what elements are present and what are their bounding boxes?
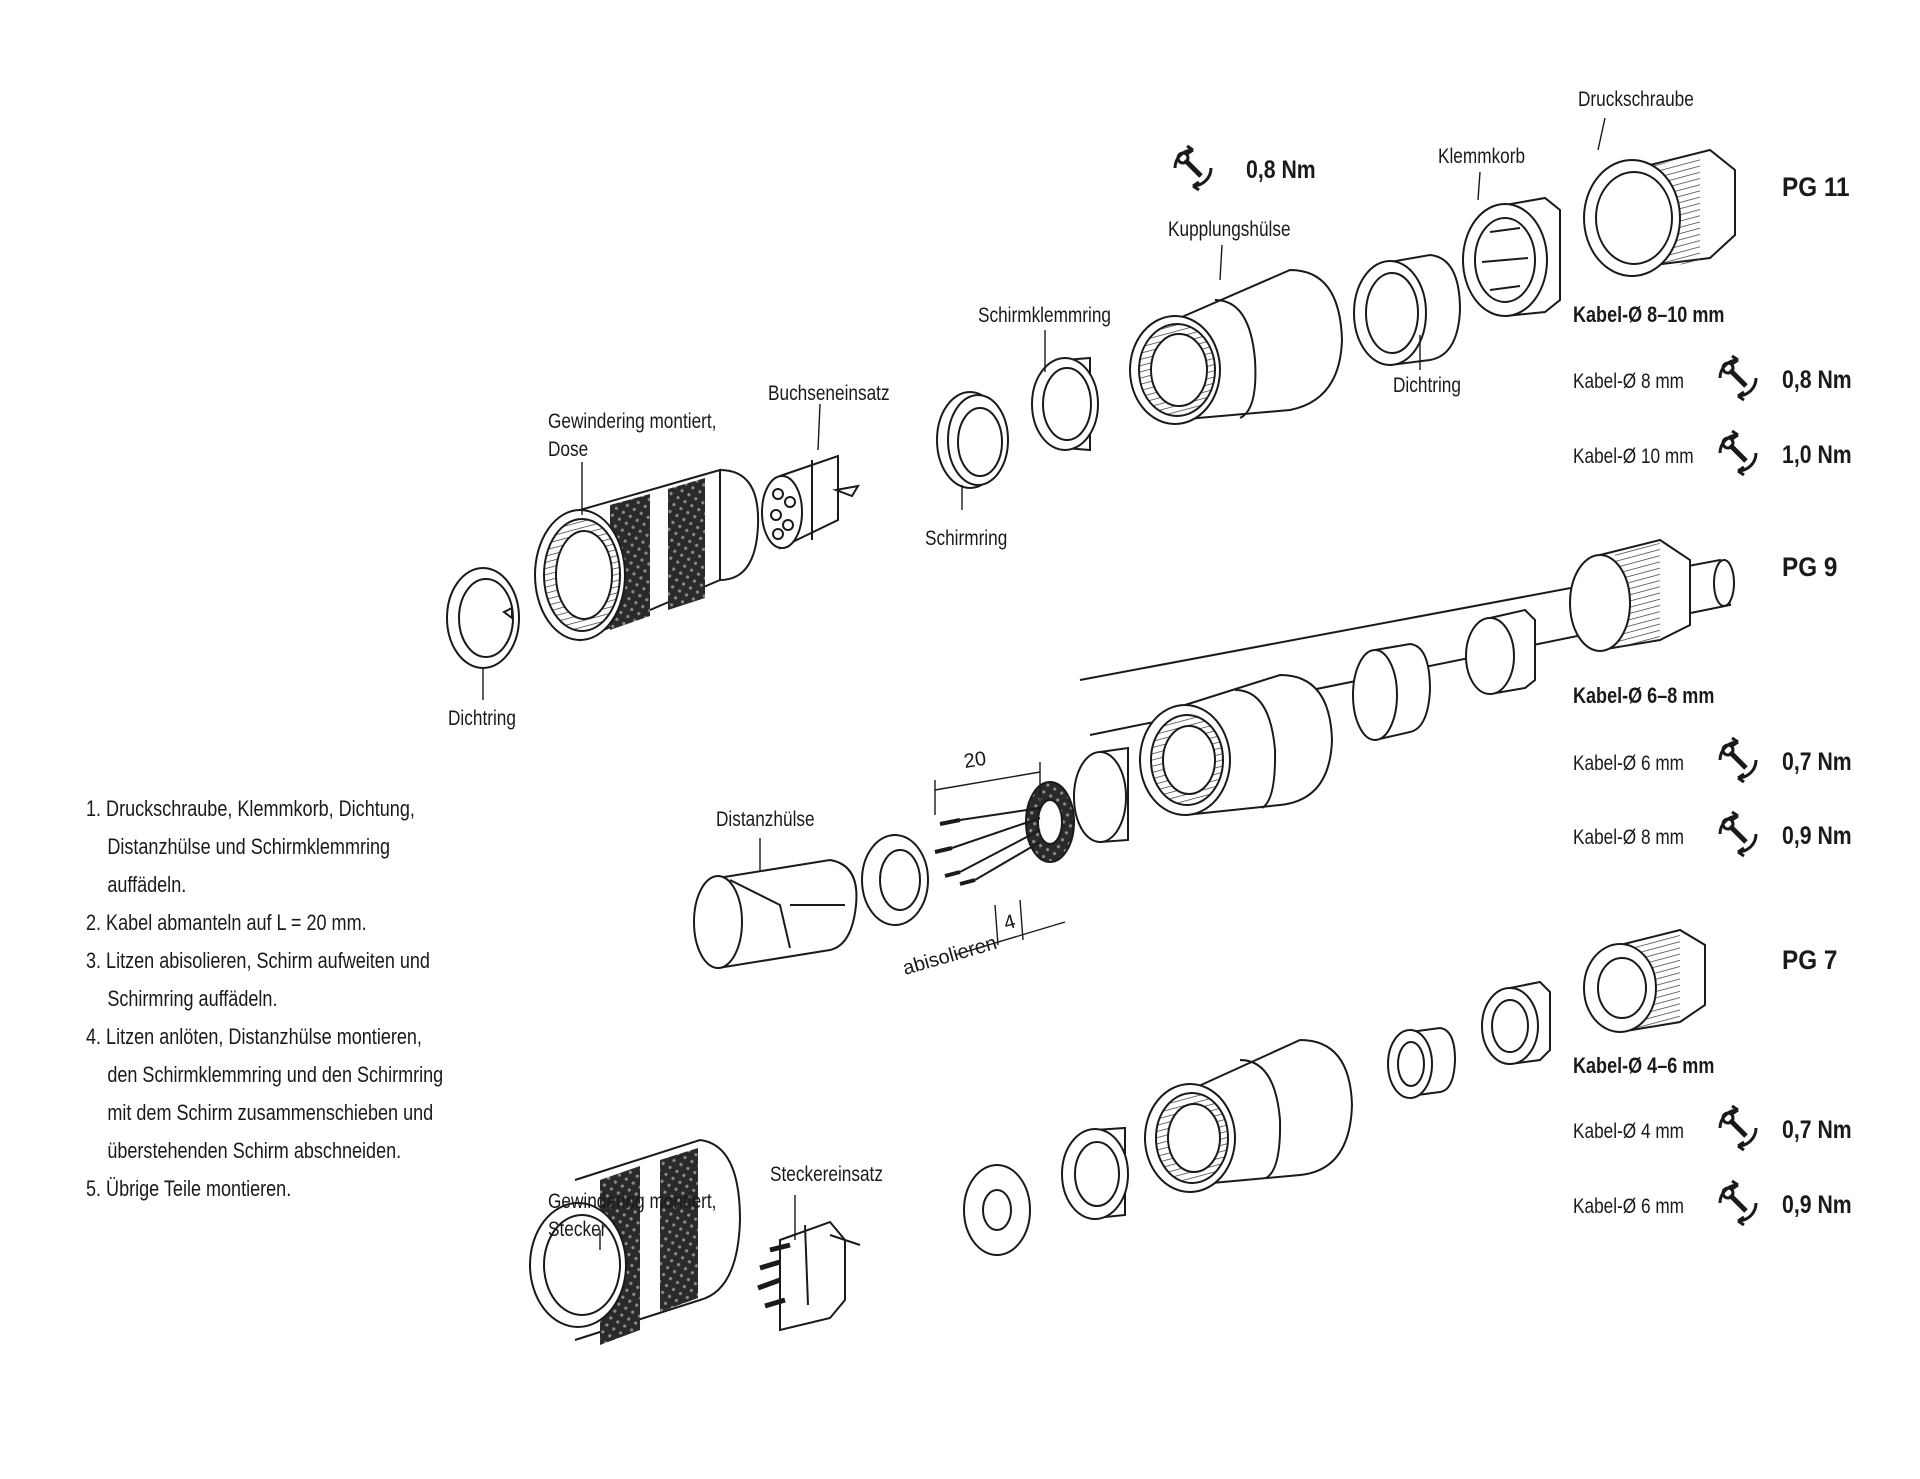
druckschraube-pg7 bbox=[1583, 928, 1706, 1033]
steckereinsatz-part bbox=[757, 1220, 861, 1332]
step-1: 1. Druckschraube, Klemmkorb, Dichtung, D… bbox=[86, 796, 415, 897]
label-distanzhuelse: Distanzhülse bbox=[716, 808, 815, 831]
pg9-row2-label: Kabel-Ø 8 mm bbox=[1573, 826, 1685, 849]
label-schirmklemmring: Schirmklemmring bbox=[978, 304, 1111, 327]
dichtring-sleeve-top bbox=[1353, 253, 1462, 366]
dichtring-bottom bbox=[1387, 1026, 1457, 1099]
wrench-torque-icon bbox=[1718, 1179, 1758, 1227]
label-gewindering-stecker-1: Gewindering montiert, bbox=[548, 1190, 717, 1213]
pg11-row2-label: Kabel-Ø 10 mm bbox=[1573, 445, 1694, 468]
druckschraube-pg11 bbox=[1583, 148, 1736, 277]
wrench-torque-icon bbox=[1718, 1104, 1758, 1152]
label-kupplungshuelse: Kupplungshülse bbox=[1168, 218, 1291, 241]
cable-assembly bbox=[693, 538, 1735, 969]
wrench-torque-icon bbox=[1173, 144, 1213, 192]
leader-lines bbox=[482, 117, 1606, 1250]
pg7-row1-label: Kabel-Ø 4 mm bbox=[1573, 1120, 1685, 1143]
pg11-cable: Kabel-Ø 8–10 mm bbox=[1573, 302, 1725, 327]
label-druckschraube: Druckschraube bbox=[1578, 88, 1694, 111]
pg7-cable: Kabel-Ø 4–6 mm bbox=[1573, 1053, 1715, 1078]
dim-20: 20 bbox=[962, 748, 987, 773]
assembly-steps: 1. Druckschraube, Klemmkorb, Dichtung, D… bbox=[86, 790, 447, 1208]
gewindering-dose bbox=[534, 468, 760, 642]
gewindering-stecker bbox=[529, 1138, 742, 1345]
step-5: 5. Übrige Teile montieren. bbox=[86, 1176, 292, 1201]
step-3: 3. Litzen abisolieren, Schirm aufweiten … bbox=[86, 948, 430, 1011]
pg9-row2-torque: 0,9 Nm bbox=[1782, 822, 1852, 850]
dichtring-ring-top bbox=[446, 567, 520, 669]
pg7-row1-torque: 0,7 Nm bbox=[1782, 1116, 1852, 1144]
dim-4: 4 bbox=[1001, 911, 1018, 935]
pg9-row1-torque: 0,7 Nm bbox=[1782, 748, 1852, 776]
schirmring-part bbox=[936, 391, 1009, 489]
label-gewindering-dose-2: Dose bbox=[548, 438, 589, 461]
label-gewindering-dose-1: Gewindering montiert, bbox=[548, 410, 717, 433]
schirmring-bottom bbox=[963, 1164, 1031, 1256]
kupplungshuelse-bottom bbox=[1144, 1038, 1354, 1193]
schirmklemmring-bottom bbox=[1061, 1126, 1129, 1220]
dim-abisolieren: abisolieren bbox=[900, 932, 999, 980]
label-gewindering-stecker-2: Stecker bbox=[548, 1218, 607, 1241]
buchseneinsatz-part bbox=[761, 454, 860, 550]
wrench-torque-icon bbox=[1718, 354, 1758, 402]
pg9-cable: Kabel-Ø 6–8 mm bbox=[1573, 683, 1715, 708]
pg9-title: PG 9 bbox=[1782, 552, 1838, 582]
wrench-torque-icon bbox=[1718, 736, 1758, 784]
step-2: 2. Kabel abmanteln auf L = 20 mm. bbox=[86, 910, 367, 935]
label-klemmkorb: Klemmkorb bbox=[1438, 145, 1526, 168]
label-dichtring-left: Dichtring bbox=[448, 707, 516, 730]
label-schirmring: Schirmring bbox=[925, 527, 1008, 550]
pg9-row1-label: Kabel-Ø 6 mm bbox=[1573, 752, 1685, 775]
klemmkorb-bottom bbox=[1481, 980, 1551, 1065]
klemmkorb-part bbox=[1462, 196, 1561, 317]
label-steckereinsatz: Steckereinsatz bbox=[770, 1163, 883, 1186]
pg7-title: PG 7 bbox=[1782, 945, 1838, 975]
pg11-row2-torque: 1,0 Nm bbox=[1782, 441, 1852, 469]
kupplungshuelse-part bbox=[1129, 268, 1344, 425]
step-4: 4. Litzen anlöten, Distanzhülse montiere… bbox=[86, 1024, 444, 1163]
pg11-row1-label: Kabel-Ø 8 mm bbox=[1573, 370, 1685, 393]
coupling-torque: 0,8 Nm bbox=[1246, 156, 1316, 184]
pg7-row2-label: Kabel-Ø 6 mm bbox=[1573, 1195, 1685, 1218]
pg11-title: PG 11 bbox=[1782, 172, 1850, 202]
label-buchseneinsatz: Buchseneinsatz bbox=[768, 382, 890, 405]
wrench-torque-icon bbox=[1718, 810, 1758, 858]
wrench-torque-icon bbox=[1718, 429, 1758, 477]
pg7-row2-torque: 0,9 Nm bbox=[1782, 1191, 1852, 1219]
pg11-row1-torque: 0,8 Nm bbox=[1782, 366, 1852, 394]
schirmklemmring-part bbox=[1031, 356, 1099, 452]
label-dichtring-top: Dichtring bbox=[1393, 374, 1461, 397]
